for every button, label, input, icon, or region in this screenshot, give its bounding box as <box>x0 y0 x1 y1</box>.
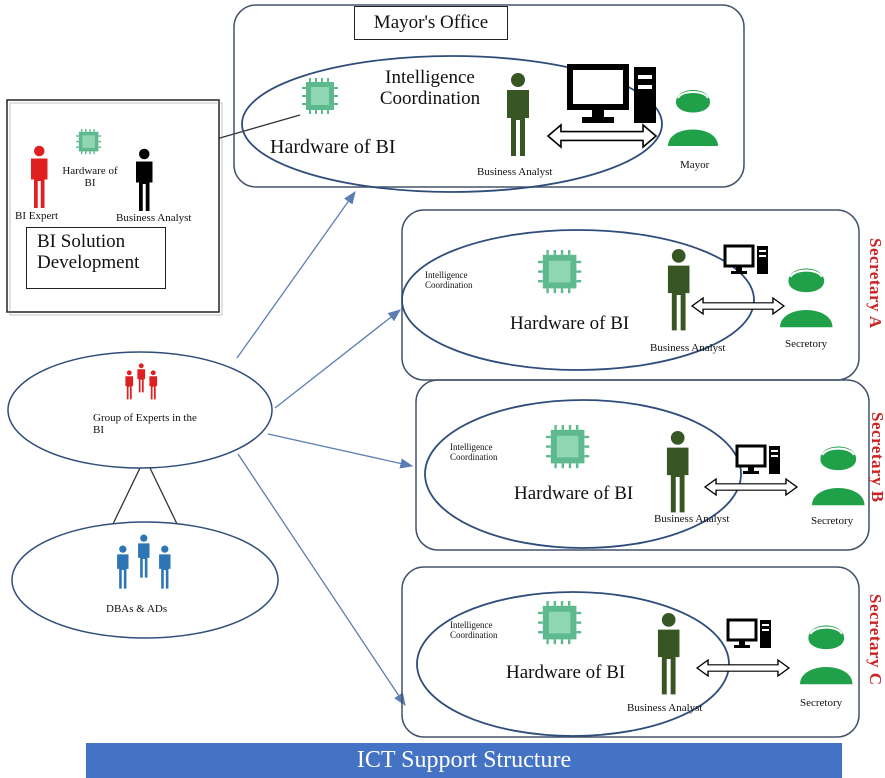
secretary-a-secretary-label: Secretory <box>785 338 828 350</box>
solution-dev-analyst-label: Business Analyst <box>116 212 192 224</box>
secretary-c-secretary-label: Secretory <box>800 697 843 709</box>
mayor-analyst-label: Business Analyst <box>477 166 553 178</box>
chip-icon <box>536 248 583 295</box>
experts-group-label: Group of Experts in the BI <box>93 412 197 437</box>
experts-group-ellipse <box>7 351 273 469</box>
secretary-a-hardware-label: Hardware of BI <box>510 313 630 334</box>
mayor-intelligence-ellipse <box>241 55 663 193</box>
chip-icon <box>544 423 591 470</box>
secretary-c-hardware-label: Hardware of BI <box>506 662 626 683</box>
dba-group-ellipse <box>11 521 279 639</box>
secretary-user-icon <box>798 624 854 686</box>
analyst-icon <box>666 430 689 513</box>
computer-icon <box>726 618 773 650</box>
secretary-c-title: Secretary C <box>866 594 885 686</box>
secretary-b-analyst-label: Business Analyst <box>654 513 730 525</box>
secretary-a-analyst-label: Business Analyst <box>650 342 726 354</box>
secretary-b-hardware-label: Hardware of BI <box>514 483 634 504</box>
analyst-icon <box>667 248 690 331</box>
secretary-a-box <box>401 209 860 381</box>
chip-icon <box>301 77 339 115</box>
chip-icon <box>75 128 102 155</box>
secretary-c-analyst-label: Business Analyst <box>627 702 703 714</box>
computer-icon <box>570 67 656 123</box>
secretary-c-ellipse <box>416 591 730 737</box>
secretary-a-title: Secretary A <box>866 238 885 329</box>
double-arrow-icon <box>547 124 657 148</box>
secretary-b-ellipse <box>424 399 742 549</box>
double-arrow-icon <box>704 478 798 496</box>
secretary-c-box <box>401 566 860 738</box>
bi-expert-label: BI Expert <box>15 210 59 222</box>
footer-title: ICT Support Structure <box>86 743 842 778</box>
analyst-icon <box>657 612 680 695</box>
mayor-user-icon <box>667 89 719 147</box>
solution-dev-shadow <box>9 102 223 316</box>
mayor-office-box <box>233 4 745 188</box>
mayor-label: Mayor <box>680 159 710 171</box>
computer-icon <box>723 244 770 276</box>
chip-icon <box>536 599 583 646</box>
secretary-c-intelligence-label: Intelligence Coordination <box>450 620 498 640</box>
secretary-b-box <box>415 379 870 551</box>
solution-dev-title: BI Solution Development <box>26 227 166 289</box>
solution-dev-hardware-label: Hardware of BI <box>62 165 118 190</box>
dba-group-label: DBAs & ADs <box>106 603 168 615</box>
mayor-office-title: Mayor's Office <box>354 6 508 40</box>
secretary-user-icon <box>778 267 834 329</box>
secretary-a-ellipse <box>401 229 755 371</box>
secretary-a-intelligence-label: Intelligence Coordination <box>425 270 473 290</box>
secretary-b-intelligence-label: Intelligence Coordination <box>450 442 498 462</box>
analyst-icon <box>507 73 529 156</box>
double-arrow-icon <box>691 297 785 315</box>
mayor-hardware-label: Hardware of BI <box>270 136 396 158</box>
secretary-user-icon <box>810 445 866 507</box>
mayor-intelligence-label: Intelligence Coordination <box>379 67 481 109</box>
double-arrow-icon <box>696 659 790 677</box>
secretary-b-secretary-label: Secretory <box>811 515 854 527</box>
secretary-b-title: Secretary B <box>868 412 885 503</box>
computer-icon <box>735 444 782 476</box>
